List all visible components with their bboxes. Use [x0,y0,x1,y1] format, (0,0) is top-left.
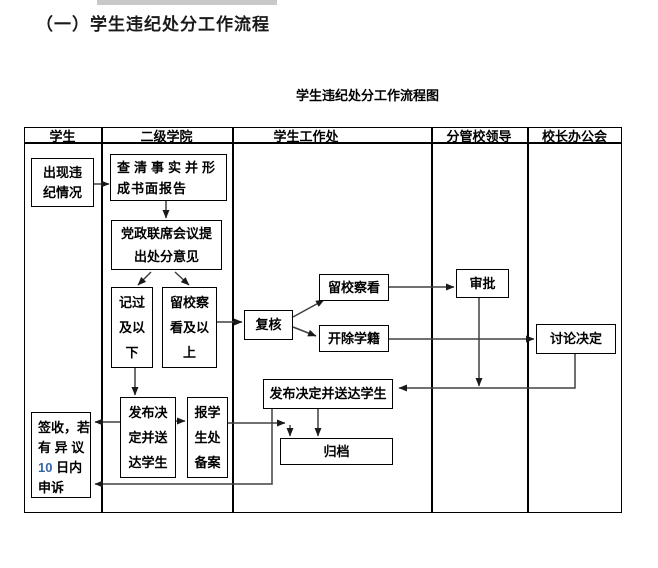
box-line: 归档 [323,443,350,459]
box-archive: 归档 [280,438,393,465]
box-line: 签收，若 [38,420,91,435]
column-divider-1 [101,127,103,513]
swimlane-frame [24,127,622,513]
box-line: 讨论决定 [549,331,602,346]
box-line: 报学 [194,405,221,420]
box-violation-occurs: 出现违 纪情况 [31,158,94,207]
box-demerit-and-below: 记过 及以 下 [111,287,153,368]
box-line: 申诉 [38,480,65,495]
box-joint-meeting: 党政联席会议提 出处分意见 [111,220,222,270]
column-header-student-affairs: 学生工作处 [273,128,339,144]
box-approval: 审批 [456,269,509,298]
box-line: 留校察看 [327,279,380,295]
box-line: 出现违 [42,164,82,180]
box-line: 成书面报告 [117,180,188,196]
box-line: 纪情况 [42,184,82,200]
box-announce-decision-swo: 发布决定并送达学生 [263,379,393,409]
box-line: 发布决定并送达学生 [269,386,387,401]
box-line: 10 日内 [38,458,82,478]
column-divider-4 [527,127,529,513]
column-header-college: 二级学院 [140,128,193,144]
column-divider-3 [431,127,433,513]
box-line: 生处 [194,430,221,445]
box-line: 查清事实并形 [117,159,220,175]
box-line: 出处分意见 [133,249,199,264]
box-sign-receipt: 签收，若 有 异 议 10 日内 申诉 [31,412,91,498]
box-line: 记过 [118,295,145,310]
box-line: 定并送 [128,430,168,445]
top-gray-bar [97,0,277,5]
box-line: 备案 [194,455,221,470]
box-line: 审批 [469,275,496,291]
box-probation-and-above: 留校察 看及以 上 [162,287,217,368]
box-line: 看及以 [169,320,209,335]
blue-number: 10 [38,460,53,475]
box-investigate-report: 查清事实并形 成书面报告 [110,154,227,201]
box-line: 留校察 [169,295,209,310]
box-announce-decision-college: 发布决 定并送 达学生 [120,397,176,478]
box-discussion-decision: 讨论决定 [536,324,616,354]
box-line: 下 [125,345,139,360]
box-line: 发布决 [128,405,168,420]
box-line: 有 异 议 [38,440,85,455]
column-header-student: 学生 [49,128,76,144]
flowchart-title: 学生违纪处分工作流程图 [296,88,440,103]
box-report-to-swo: 报学 生处 备案 [187,397,228,478]
box-probation: 留校察看 [319,274,389,301]
column-divider-2 [232,127,234,513]
box-line: 上 [182,345,196,360]
box-line: 达学生 [128,455,168,470]
header-separator [24,142,622,144]
box-line: 党政联席会议提 [120,226,212,241]
box-recheck: 复核 [244,310,293,340]
box-line: 日内 [52,460,83,475]
box-line: 复核 [255,317,282,332]
page-heading: （一）学生违纪处分工作流程 [36,15,270,35]
box-line: 及以 [118,320,145,335]
column-header-president-office: 校长办公会 [541,128,607,144]
box-expulsion: 开除学籍 [319,325,389,352]
column-header-school-leader: 分管校领导 [446,128,512,144]
box-line: 开除学籍 [327,330,380,346]
